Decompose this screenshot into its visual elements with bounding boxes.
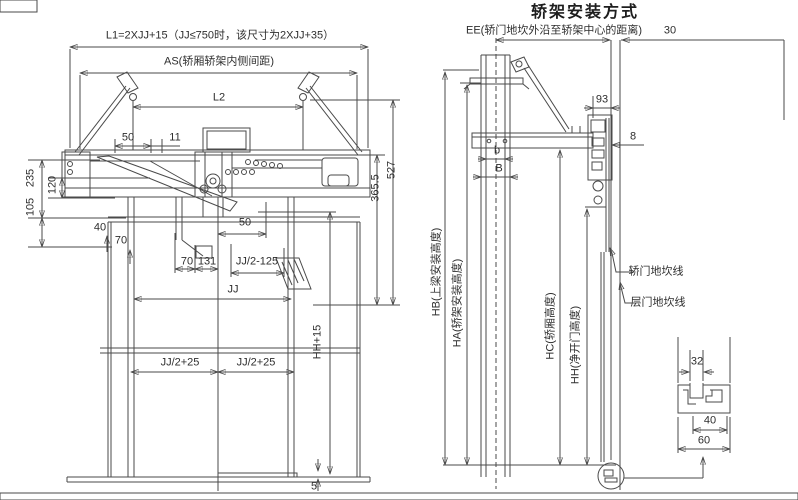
guide-shoe-bracket (275, 257, 312, 290)
left-view-structure (61, 71, 371, 491)
car-frame-upright (463, 38, 530, 489)
dim-label-5: 5 (310, 480, 318, 493)
diagonal-brace (510, 56, 570, 133)
dim-label-70a: 70 (114, 234, 128, 247)
left-guide-bracket (61, 151, 91, 198)
dim-label-365-5: 365.5 (369, 174, 382, 202)
dim-label-527: 527 (385, 160, 398, 180)
right-view-structure (443, 38, 785, 490)
label-car-door-sill-line: 轿门地坎线 (628, 265, 684, 278)
dim-label-ee: EE(轿门地坎外沿至轿架中心的距离) (466, 24, 642, 37)
dim-label-hh: HH(净开门高度) (569, 305, 582, 385)
left-view-dimensions (28, 47, 400, 491)
drawing-title: 轿架安装方式 (530, 4, 640, 21)
sill-detail-circle (597, 457, 703, 490)
dim-label-60: 60 (697, 434, 711, 447)
pull-rods (74, 71, 363, 156)
dim-label-120: 120 (46, 175, 59, 195)
dim-label-93: 93 (595, 93, 609, 106)
dim-label-ha: HA(轿架安装高度) (451, 258, 464, 348)
label-landing-door-sill-line: 层门地坎线 (630, 296, 686, 309)
dim-label-70b: 70 (180, 255, 194, 268)
dim-label-8: 8 (629, 130, 637, 143)
dim-label-40: 40 (93, 221, 107, 234)
dim-label-32: 32 (690, 355, 704, 368)
dim-label-top-50: 50 (121, 131, 135, 144)
right-view-dimensions (443, 40, 784, 465)
dim-label-hh-plus-15: HH+15 (311, 324, 324, 360)
dim-label-hb: HB(上梁安装高度) (430, 227, 443, 317)
dim-label-l2: L2 (212, 91, 226, 104)
dim-label-131: 131 (197, 255, 217, 268)
dim-label-jj: JJ (227, 283, 239, 296)
dim-label-jj-half-plus-right: JJ/2+25 (236, 356, 276, 369)
dim-label-hc: HC(轿厢高度) (544, 292, 557, 360)
door-operator-mechanism (90, 151, 359, 259)
dim-label-b-inner: b (493, 144, 501, 157)
dim-label-as: AS(轿厢轿架内侧间距) (164, 55, 274, 68)
car-sill-plate (217, 472, 298, 478)
door-motor (202, 127, 251, 153)
dim-label-jj-half-plus-left: JJ/2+25 (160, 356, 200, 369)
dim-label-b-outer: B (495, 162, 503, 175)
dim-label-mid-50: 50 (238, 216, 252, 229)
dim-label-top-11: 11 (169, 131, 181, 144)
door-header-beam (471, 126, 594, 149)
dim-label-profile-40: 40 (703, 414, 717, 427)
dim-label-l1: L1=2XJJ+15（JJ≤750时，该尺寸为2XJJ+35） (105, 29, 335, 42)
dim-label-105: 105 (24, 197, 37, 217)
dim-label-jj-half-minus: JJ/2-125 (235, 255, 279, 268)
dim-label-30: 30 (663, 24, 677, 37)
car-body (66, 197, 371, 491)
sill-profile-detail (677, 337, 731, 414)
dim-label-235: 235 (24, 168, 37, 188)
door-hanger-assembly (587, 114, 613, 462)
